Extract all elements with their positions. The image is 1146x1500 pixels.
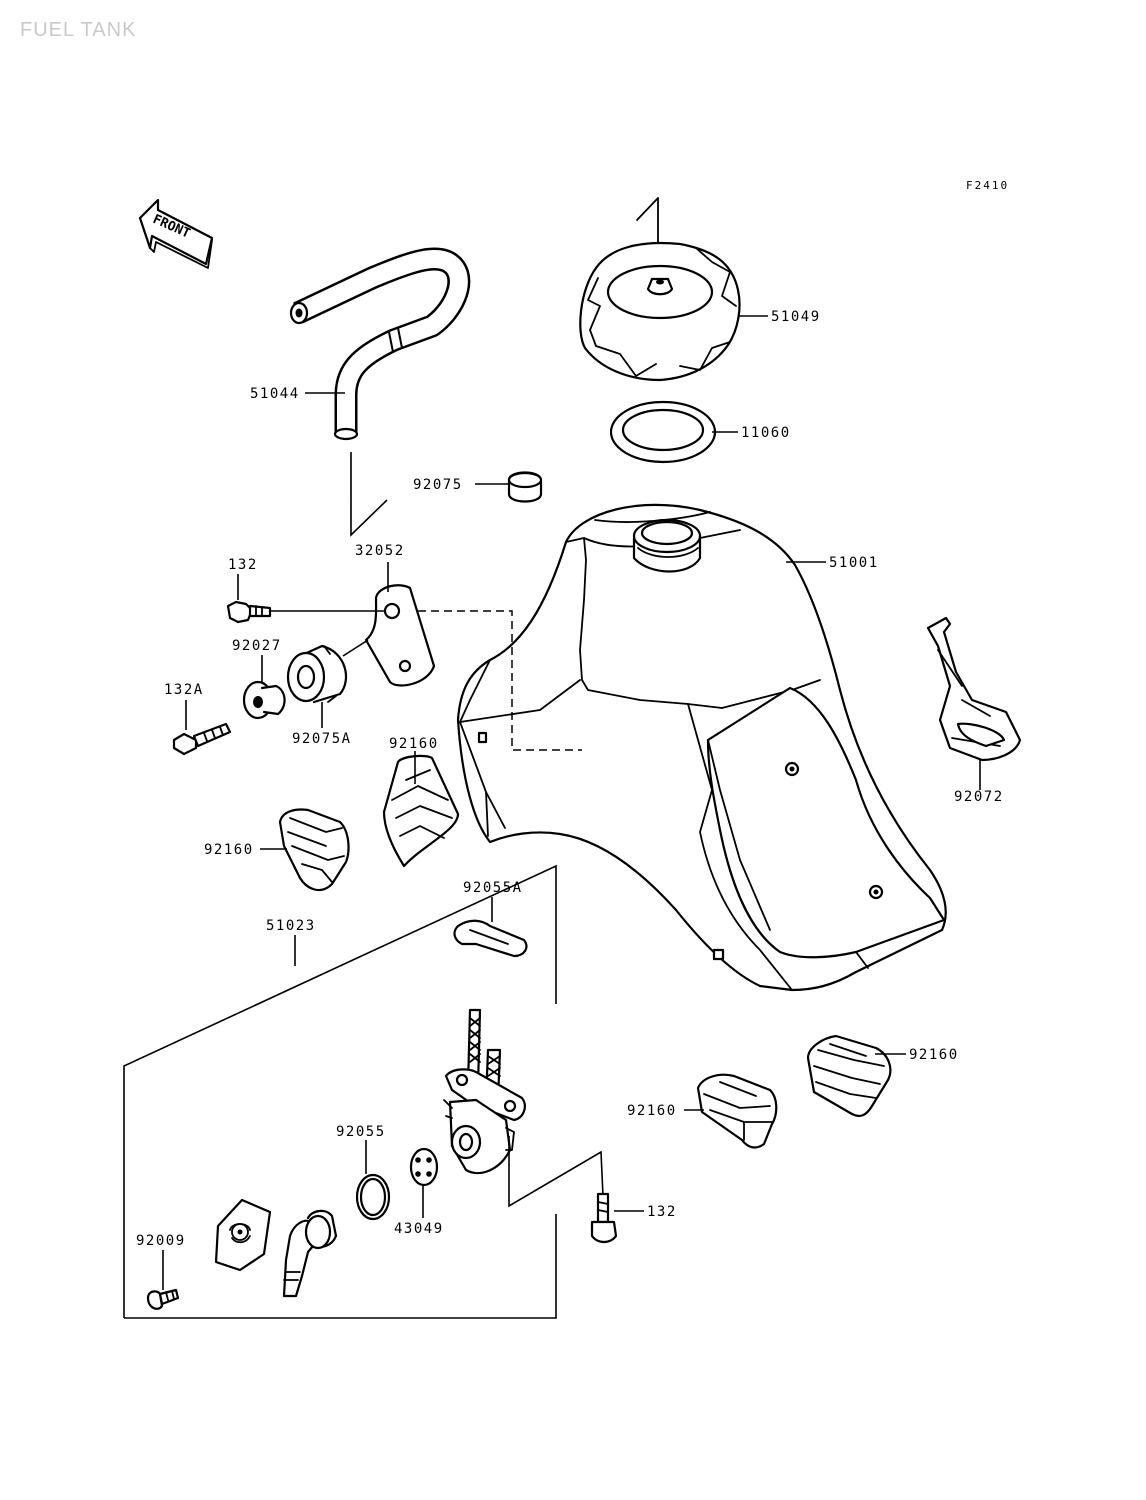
callout-11060: 11060 [741,425,791,441]
bolt-132A [172,722,232,756]
collar [242,680,286,720]
front-arrow-icon: FRONT [138,198,214,269]
callout-92055A: 92055A [463,880,523,896]
fuel-cock-lever [282,1209,338,1298]
callout-92027: 92027 [232,638,282,654]
figure-code: F2410 [966,179,1009,192]
callout-92160-left: 92160 [204,842,254,858]
fuel-tank [456,503,947,992]
callout-92075A: 92075A [292,731,352,747]
tank-bracket [364,584,436,687]
callout-51001: 51001 [829,555,879,571]
callout-132-bottom: 132 [647,1204,677,1220]
fuel-cock [443,1008,526,1175]
callout-92072: 92072 [954,789,1004,805]
strap-band [926,616,1022,762]
o-ring [355,1173,391,1221]
callout-92055: 92055 [336,1124,386,1140]
damper-grommet [286,644,348,704]
callout-92160-right-upper: 92160 [909,1047,959,1063]
bolt-132-top [226,600,272,624]
callout-132-top: 132 [228,557,258,573]
callout-132A: 132A [164,682,204,698]
callout-92160-right-lower: 92160 [627,1103,677,1119]
lever-plate [214,1198,272,1272]
callout-51044: 51044 [250,386,300,402]
callout-92075: 92075 [413,477,463,493]
breather-hose [289,247,471,441]
callout-32052: 32052 [355,543,405,559]
page-title: FUEL TANK [20,19,136,41]
fuel-cock-group-frame [123,864,557,1319]
callout-92160-mid: 92160 [389,736,439,752]
rubber-pad-upper-mid [382,754,460,868]
callout-43049: 43049 [394,1221,444,1237]
callout-51023: 51023 [266,918,316,934]
cap-gasket [609,400,717,464]
bolt-132-bottom [590,1192,618,1244]
screw [146,1288,180,1310]
rubber-pad-left [278,808,350,892]
rubber-pad-right-upper [806,1034,892,1117]
cock-gasket [453,919,528,958]
plug-cap [507,471,543,503]
callout-51049: 51049 [771,309,821,325]
packing [409,1147,439,1187]
callout-92009: 92009 [136,1233,186,1249]
fuel-cap [579,197,741,382]
rubber-pad-right-lower [696,1073,778,1149]
